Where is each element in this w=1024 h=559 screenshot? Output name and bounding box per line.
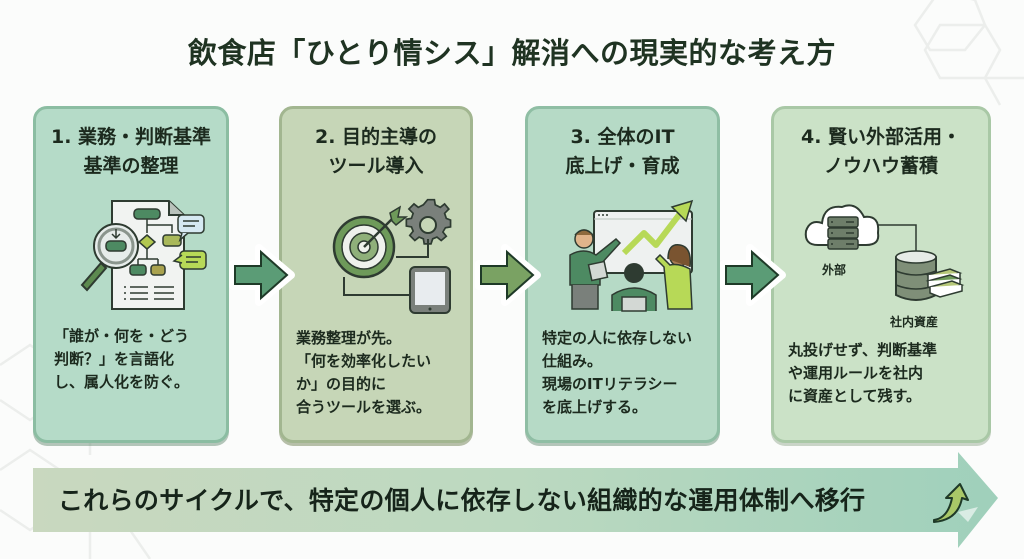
summary-banner-text: これらのサイクルで、特定の個人に依存しない組織的な運用体制へ移行: [58, 486, 866, 515]
step-title: 4. 賢い外部活用・ ノウハウ蓄積: [800, 126, 962, 177]
step-title: 2. 目的主導の ツール導入: [314, 126, 438, 177]
cloud-database-icon: [804, 204, 965, 301]
step-description: 丸投げせず、判断基準 や運用ルールを社内 に資産として残す。: [788, 341, 937, 405]
step-arrow-right-icon: [229, 244, 295, 306]
step-description: 特定の人に依存しない 仕組み。 現場のITリテラシー を底上げする。: [542, 329, 693, 416]
up-arrow-icon: [933, 483, 969, 523]
external-label: 外部: [822, 263, 847, 277]
step-arrow-right-icon: [475, 244, 541, 306]
team-growth-chart-icon: [569, 199, 694, 312]
step-description: 「誰が・何を・どう 判断？」を言語化 し、属人化を防ぐ。: [54, 327, 190, 391]
target-gear-tablet-icon: [332, 198, 452, 314]
step-description: 業務整理が先。 「何を効率化したい か」の目的に 合うツールを選ぶ。: [296, 329, 432, 416]
step-title: 1. 業務・判断基準 基準の整理: [50, 126, 212, 177]
step-title: 3. 全体のIT 底上げ・育成: [565, 126, 680, 177]
step-card-3: 3. 全体のIT 底上げ・育成 特定の人に依存しない 仕組み。 現場のITリテラ…: [525, 106, 720, 443]
flowchart-magnifier-icon: [80, 200, 207, 310]
page-title: 飲食店「ひとり情シス」解消への現実的な考え方: [187, 36, 837, 70]
summary-banner-arrow: [33, 452, 998, 548]
step-card-2: 2. 目的主導の ツール導入 業務整理が先。 「何を効率化したい か」の目的に …: [279, 106, 473, 443]
step-card-1: 1. 業務・判断基準 基準の整理 「誰が・何を・どう 判断？」を言語化 し、属人…: [33, 106, 229, 443]
internal-assets-label: 社内資産: [890, 315, 939, 329]
step-card-4: 4. 賢い外部活用・ ノウハウ蓄積 外部 社内資産 丸投げせず、判断基準 や運用…: [771, 106, 991, 443]
step-arrow-right-icon: [720, 244, 786, 306]
